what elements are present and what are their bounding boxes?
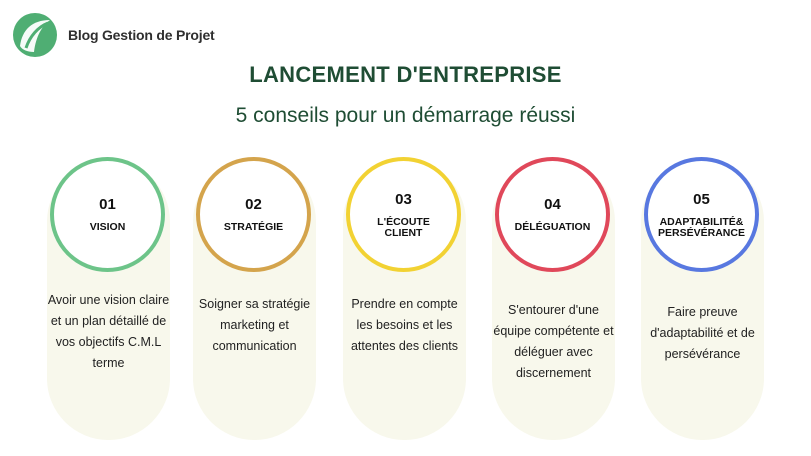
page-title: LANCEMENT D'ENTREPRISE (249, 62, 562, 87)
step-title: STRATÉGIE (223, 221, 284, 233)
brand-logo: Blog Gestion de Projet (12, 12, 215, 58)
step-title: ADAPTABILITÉ& PERSÉVÉRANCE (658, 215, 745, 239)
step-description: Soigner sa stratégie marketing et commun… (198, 297, 311, 353)
step-number: 05 (693, 190, 710, 208)
step-number: 02 (245, 196, 262, 213)
leaf-logo-icon (13, 13, 57, 57)
step-circle: 02 STRATÉGIE (196, 157, 311, 272)
step-number: 04 (544, 196, 561, 213)
step-title: DÉLÉGUATION (514, 221, 591, 233)
step-circle: 05 ADAPTABILITÉ& PERSÉVÉRANCE (644, 157, 759, 272)
step-title: L'ÉCOUTE CLIENT (377, 215, 430, 239)
step-description: Prendre en compte les besoins et les att… (350, 297, 458, 353)
step-title: VISION (89, 221, 126, 233)
step-description: Avoir une vision claire et un plan détai… (47, 293, 170, 370)
step-circle: 03 L'ÉCOUTE CLIENT (346, 157, 461, 272)
step-description: S'entourer d'une équipe compétente et dé… (493, 303, 614, 380)
step-circle: 01 VISION (50, 157, 165, 272)
step-number: 03 (395, 190, 412, 208)
brand-name: Blog Gestion de Projet (68, 27, 215, 43)
page-subtitle: 5 conseils pour un démarrage réussi (235, 104, 576, 127)
step-description: Faire preuve d'adaptabilité et de persév… (650, 305, 755, 361)
step-number: 01 (99, 196, 116, 213)
step-circle: 04 DÉLÉGUATION (495, 157, 610, 272)
